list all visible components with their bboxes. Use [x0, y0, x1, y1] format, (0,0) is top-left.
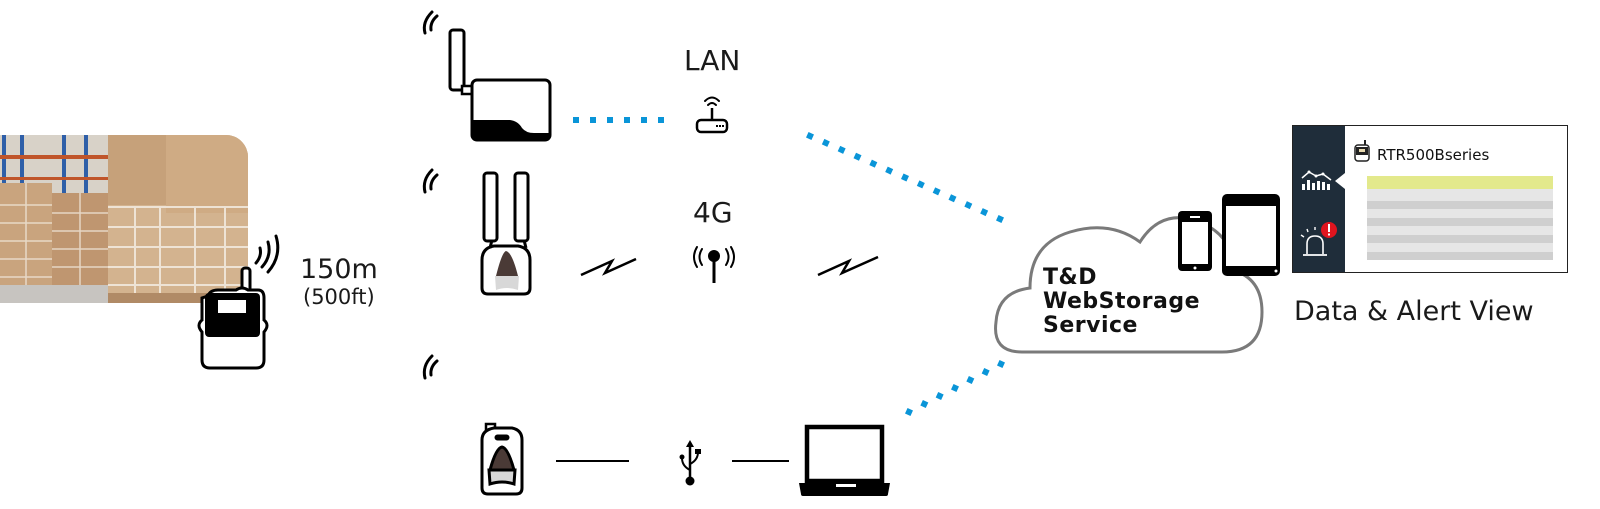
link-dot: [885, 166, 894, 175]
4g-wireless-link-right: [817, 255, 879, 277]
table-row: [1367, 235, 1553, 243]
app-sidebar: [1293, 126, 1345, 272]
table-row: [1367, 226, 1553, 235]
logger-mini-icon: [1354, 140, 1370, 162]
range-secondary: (500ft): [303, 285, 375, 309]
lan-to-cloud-dotted-link: [806, 132, 1004, 223]
cell-tower-icon: [693, 246, 735, 283]
link-dot: [806, 132, 814, 140]
link-dot: [966, 376, 975, 384]
cloud-title-line3: Service: [1043, 313, 1138, 338]
table-row: [1367, 176, 1553, 189]
laptop-to-cloud-dotted-link: [905, 360, 1005, 416]
alert-badge-icon: [1321, 222, 1337, 238]
link-dot: [981, 368, 990, 376]
chart-icon[interactable]: [1301, 170, 1332, 191]
table-row: [1367, 201, 1553, 209]
link-dot: [916, 180, 925, 189]
link-dot: [951, 384, 959, 392]
warehouse-photo: [0, 135, 248, 303]
usb-icon: [679, 440, 701, 486]
viewer-caption: Data & Alert View: [1294, 296, 1534, 327]
tablet-icon: [1222, 194, 1280, 276]
link-dot: [853, 152, 862, 161]
lan-dotted-link: [573, 117, 664, 123]
4g-label: 4G: [693, 196, 733, 229]
table-row: [1367, 243, 1553, 252]
cloud-title-line2: WebStorage: [1043, 289, 1200, 314]
link-dot: [905, 408, 913, 416]
4g-wireless-link-left: [580, 257, 637, 277]
link-dot: [964, 201, 973, 210]
active-pointer: [1335, 173, 1345, 189]
table-row: [1367, 209, 1553, 218]
base-station-4g-icon: [422, 168, 532, 296]
table-row: [1367, 252, 1553, 260]
link-dot: [837, 145, 846, 154]
link-dot: [935, 392, 944, 400]
router-icon: [695, 96, 729, 134]
app-title: RTR500Bseries: [1377, 146, 1490, 164]
table-row: [1367, 218, 1553, 226]
sidebar-icons: [1300, 170, 1345, 256]
link-dot: [869, 159, 878, 168]
lan-label: LAN: [684, 44, 741, 77]
link-dot: [948, 194, 957, 203]
table-row: [1367, 189, 1553, 201]
logger-signal-icon: [254, 234, 280, 274]
app-viewer-panel: RTR500Bseries: [1292, 125, 1568, 273]
link-dot: [920, 400, 929, 408]
data-logger-icon: [197, 266, 269, 370]
link-dot: [821, 138, 830, 147]
alarm-icon[interactable]: [1300, 227, 1327, 256]
smartphone-icon: [1178, 211, 1212, 271]
laptop-icon: [799, 424, 890, 496]
link-dot: [901, 173, 909, 182]
link-dot: [932, 187, 941, 196]
link-dot: [996, 215, 1004, 223]
base-station-lan-icon: [422, 10, 552, 142]
cloud-title-line1: T&D: [1043, 265, 1097, 290]
link-dot: [980, 208, 989, 217]
link-dot: [997, 360, 1005, 368]
range-primary: 150m: [300, 254, 378, 285]
warehouse-photo-illustration: [0, 135, 248, 303]
base-station-usb-icon: [422, 194, 1280, 496]
